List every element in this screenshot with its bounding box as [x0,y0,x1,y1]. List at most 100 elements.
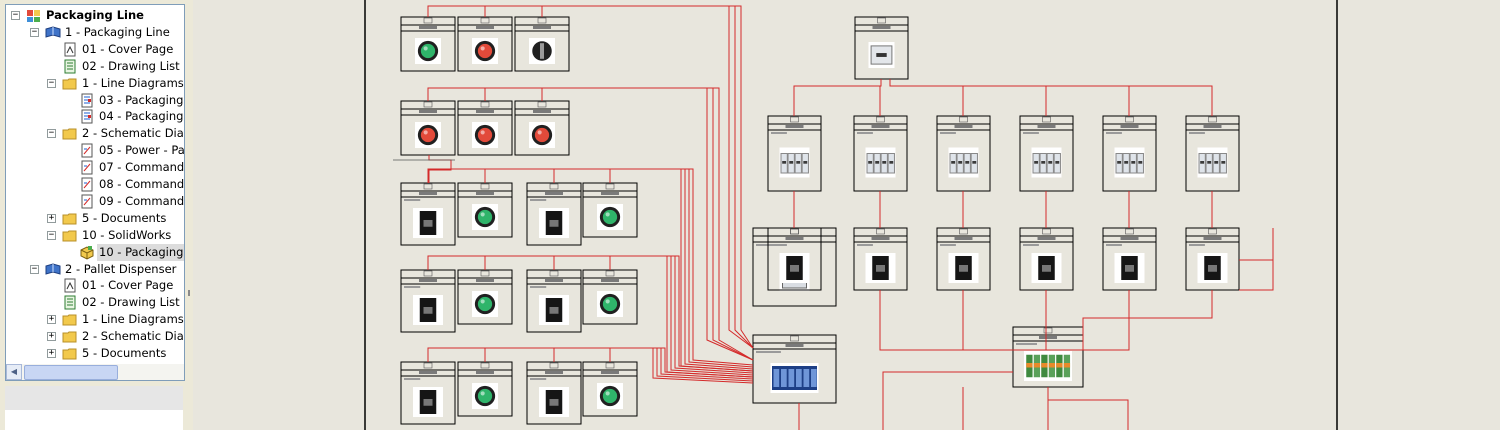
panel-splitter[interactable] [186,0,193,430]
line-diagram-icon [79,93,95,108]
designation-text-block [601,371,619,374]
breaker-handle [1034,161,1039,164]
breaker-handle [803,161,808,164]
tag-marker [605,270,615,277]
expand-icon[interactable]: + [47,331,56,342]
rating-text-block [771,132,787,134]
tree-item-label: 01 - Cover Page [82,278,174,293]
tag-marker [876,116,885,123]
contactor-window [1208,265,1217,272]
tree-item-label: 01 - Cover Page [82,41,174,56]
selector-lever [540,43,544,59]
tag-marker [959,228,968,235]
button-highlight [480,391,485,396]
wire [609,347,754,384]
plc-module [811,369,817,387]
rating-text-block [756,351,781,353]
tree-item-label: 1 - Packaging Line [65,24,170,39]
tree-horizontal-scrollbar[interactable]: ◀ [5,364,185,381]
rating-text-block [1106,132,1122,134]
designation-text-block [785,344,804,347]
collapse-icon[interactable]: − [30,26,39,37]
folder-icon [62,211,78,226]
breaker-handle [1131,161,1136,164]
wire [484,347,754,380]
wire [1239,260,1274,291]
tag-marker [480,270,490,277]
contactor-window [549,220,559,227]
designation-text-block [871,125,890,128]
wire [553,168,754,370]
collapse-icon[interactable]: − [30,263,39,274]
tag-marker [790,228,799,235]
designation-text-block [419,192,437,195]
breaker-handle [876,53,887,57]
breaker-handle [789,161,794,164]
designation-text-block [419,371,437,374]
designation-text-block [545,371,563,374]
pushbutton-red-icon [477,127,493,143]
breaker-handle [1048,161,1053,164]
designation-text-block [545,279,563,282]
folder-icon [62,126,78,141]
designation-text-block [601,279,619,282]
io-terminal-label [1026,363,1033,368]
rating-text-block [940,244,956,246]
designation-text-block [476,26,494,29]
designation-text-block [419,26,437,29]
tree-item-label: 5 - Documents [82,346,167,360]
tree-item-label: 09 - Command [99,193,185,208]
breaker-handle [875,161,880,164]
solidworks-assembly-icon [79,245,95,260]
breaker-handle [1207,161,1212,164]
pushbutton-green-icon [477,388,493,404]
contactor-window [423,220,433,227]
pushbutton-red-icon [420,127,436,143]
wire [1013,290,1130,351]
tree-item-label: 04 - Packaging [99,109,184,124]
expand-icon[interactable]: + [47,348,56,358]
plc-module [781,369,787,387]
schematic-icon [79,160,95,175]
pushbutton-red-icon [534,127,550,143]
rating-text-block [940,132,956,134]
pushbutton-green-icon [420,43,436,59]
designation-text-block [1203,125,1222,128]
io-terminal-label [1063,363,1071,368]
folder-icon [62,329,78,344]
io-terminal-label [1056,363,1063,368]
wire [427,87,754,361]
line-diagram-icon [79,109,95,124]
breaker-handle [965,161,970,164]
tag-marker [790,335,799,342]
plc-module [788,369,795,387]
button-highlight [480,130,485,135]
scroll-left-button[interactable]: ◀ [6,364,22,380]
tree-item-label: 05 - Power - Pa [99,143,185,158]
expand-icon[interactable]: + [47,212,56,223]
collapse-icon[interactable]: − [47,128,56,139]
collapse-icon[interactable]: − [11,10,20,20]
pushbutton-green-icon [477,296,493,312]
contactor-window [790,265,799,272]
splitter-grip[interactable] [188,290,190,296]
collapse-icon[interactable]: − [47,77,56,88]
collapse-icon[interactable]: − [47,229,56,240]
wire [484,87,754,361]
contactor-window [1042,265,1051,272]
folder-icon [62,346,78,361]
expand-icon[interactable]: + [47,314,56,325]
breaker-handle [868,161,873,164]
tag-marker [480,17,490,24]
schematic-drawing[interactable] [193,0,1500,430]
tree-item-label: 07 - Command [99,160,185,175]
tag-marker [537,17,547,24]
designation-text-block [476,279,494,282]
pushbutton-green-icon [477,209,493,225]
designation-text-block [1037,125,1056,128]
scrollbar-thumb[interactable] [24,365,118,380]
drawing-canvas[interactable] [193,0,1500,430]
designation-text-block [419,279,437,282]
tree-item-label: 1 - Line Diagrams [82,75,184,90]
